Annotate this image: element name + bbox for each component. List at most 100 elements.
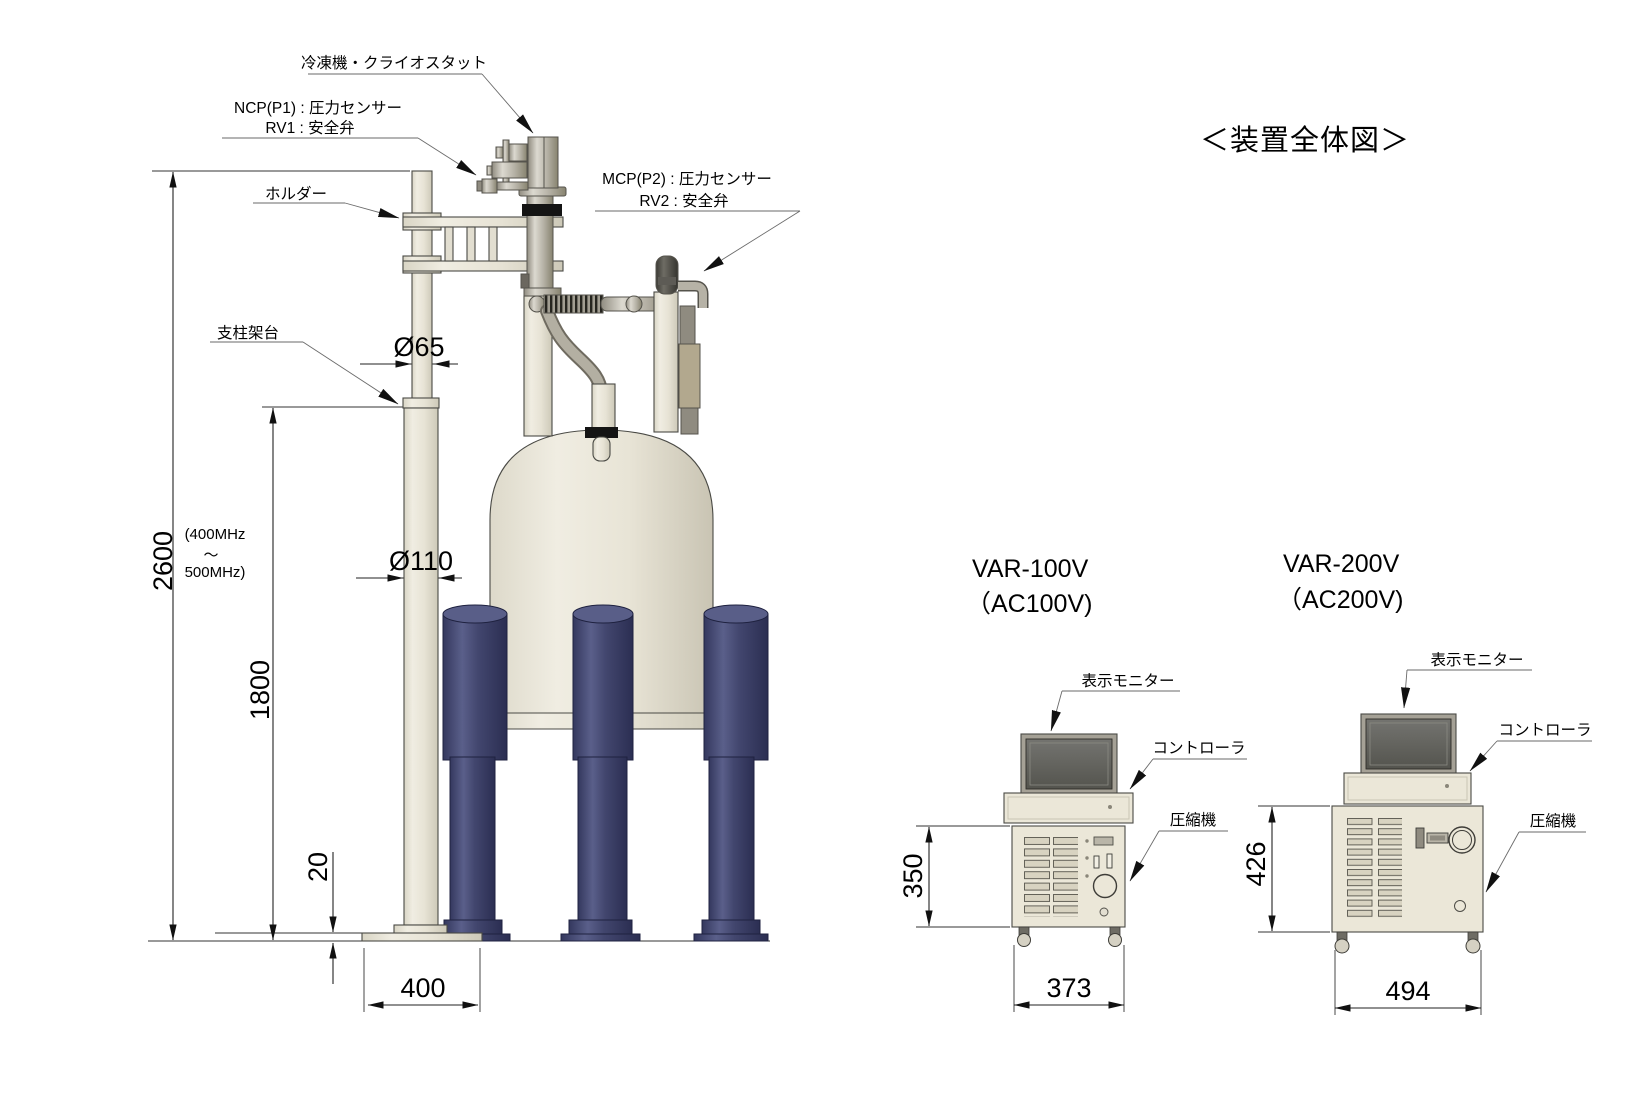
holder-rail-upper <box>402 216 564 228</box>
var100-screw <box>1085 856 1089 860</box>
transfer-pipe-ball <box>625 295 643 313</box>
var200-leader-compressor <box>1485 831 1520 893</box>
leg-upper-center <box>572 613 634 761</box>
var100-controller-label: コントローラ <box>1152 740 1245 757</box>
dim-dia110: Ø110 <box>389 546 453 576</box>
var100-leader-monitor <box>1050 690 1063 732</box>
leg-top-center <box>572 604 634 624</box>
var200-ac: （AC200V) <box>1277 586 1403 614</box>
var200-slot <box>1415 827 1425 849</box>
leg-lower-center <box>577 756 628 923</box>
right-port-tube <box>653 291 679 433</box>
center-neck-tube <box>591 383 616 431</box>
dim-20: 20 <box>303 852 333 882</box>
var200-vent-column2 <box>1378 818 1402 920</box>
var100-indicator <box>1093 836 1114 846</box>
var100-slot-right <box>1106 853 1113 869</box>
callout-leaders <box>210 73 801 405</box>
motor-cylinder-upper <box>508 143 528 162</box>
stand-label: 支柱架台 <box>217 324 279 342</box>
var100-unit: VAR-100V （AC100V) 350 373 <box>898 555 1247 1012</box>
mcp-valve-block-lower <box>680 407 699 435</box>
relief-valve-pipe <box>496 181 529 191</box>
var100-monitor-label: 表示モニター <box>1081 672 1174 690</box>
relief1-label: RV1 : 安全弁 <box>265 119 354 137</box>
leg-upper-right <box>703 613 769 761</box>
var100-leader-controller <box>1129 758 1154 790</box>
var100-slot-left <box>1093 855 1100 869</box>
var100-monitor-screen <box>1025 738 1113 790</box>
dim-2600: 2600 <box>148 531 178 591</box>
mcp-valve-block-mid <box>678 343 701 409</box>
holder-rail-lower <box>402 260 564 272</box>
support-stand <box>361 170 483 942</box>
var100-ac: （AC100V) <box>966 590 1092 618</box>
mcp-elbow-pipe <box>678 282 707 308</box>
foot-base-center <box>560 933 641 942</box>
vessel-legs <box>435 604 769 942</box>
var200-compressor-label: 圧縮機 <box>1530 812 1577 830</box>
var200-handle-inner <box>1430 835 1445 841</box>
freq-line2: ～ <box>203 547 218 564</box>
var200-caster-left <box>1334 938 1350 954</box>
leader-holder <box>344 202 400 219</box>
mcp-valve-block-upper <box>679 305 696 345</box>
pressure1-label: NCP(P1) : 圧力センサー <box>234 99 402 117</box>
var100-vent-column2 <box>1053 837 1078 917</box>
var200-leader-monitor <box>1401 669 1411 709</box>
corrugated-hose <box>543 294 604 314</box>
foot-base-right <box>693 933 769 942</box>
var200-leader-controller <box>1469 740 1498 772</box>
leg-upper-left <box>442 613 508 761</box>
holder-rung <box>488 226 498 262</box>
holder-rung <box>444 226 454 262</box>
var100-caster-right <box>1108 933 1122 947</box>
leg-lower-right <box>708 756 755 923</box>
var200-controller-label: コントローラ <box>1498 722 1591 739</box>
var200-controller <box>1343 772 1472 805</box>
holder-bracket <box>402 212 564 274</box>
var100-vent-column1 <box>1024 837 1050 917</box>
holder-rung <box>466 226 476 262</box>
leg-top-right <box>703 604 769 624</box>
var200-monitor-bezel <box>1369 722 1448 766</box>
relief-valve-cap <box>476 180 483 192</box>
foot-right <box>701 919 761 936</box>
pressure2-label: MCP(P2) : 圧力センサー <box>602 170 772 188</box>
apparatus: 冷凍機・クライオスタット NCP(P1) : 圧力センサー RV1 : 安全弁 … <box>148 54 801 1012</box>
pole-collar <box>402 397 440 409</box>
var100-caster-left <box>1017 933 1031 947</box>
foot-center <box>568 919 633 936</box>
var200-dim-426: 426 <box>1241 841 1271 886</box>
var200-vent-column1 <box>1347 818 1373 920</box>
clamp-ring-center <box>585 427 618 438</box>
var200-monitor-screen <box>1365 718 1452 770</box>
clamp-ring-upper <box>522 204 562 216</box>
leader-stand <box>302 341 399 405</box>
freq-line1: (400MHz <box>185 526 246 543</box>
relief2-label: RV2 : 安全弁 <box>639 192 728 210</box>
dim-1800: 1800 <box>245 660 275 720</box>
var200-knob-inner <box>1452 830 1472 850</box>
var100-controller-inner <box>1007 796 1130 820</box>
motor-stub-upper <box>495 146 504 159</box>
var200-unit: VAR-200V （AC200V) 426 494 <box>1241 550 1592 1015</box>
leg-top-left <box>442 604 508 624</box>
var100-model: VAR-100V <box>972 555 1089 583</box>
leader-mcp <box>703 210 801 272</box>
freq-line3: 500MHz) <box>185 564 246 581</box>
pole-lower <box>403 407 439 926</box>
var100-small-port <box>1099 907 1109 917</box>
center-neck-stub <box>592 436 611 462</box>
var100-controller-dot <box>1108 805 1112 809</box>
cold-head-block <box>527 136 559 189</box>
base-plate <box>361 932 483 942</box>
leader-ncp <box>417 137 477 176</box>
leg-lower-left <box>449 756 496 923</box>
var100-monitor-bezel <box>1029 742 1109 786</box>
var100-compressor-label: 圧縮機 <box>1170 811 1217 829</box>
cryostat-label: 冷凍機・クライオスタット <box>301 54 487 72</box>
neck-tab <box>520 273 530 289</box>
var200-model: VAR-200V <box>1283 550 1400 578</box>
